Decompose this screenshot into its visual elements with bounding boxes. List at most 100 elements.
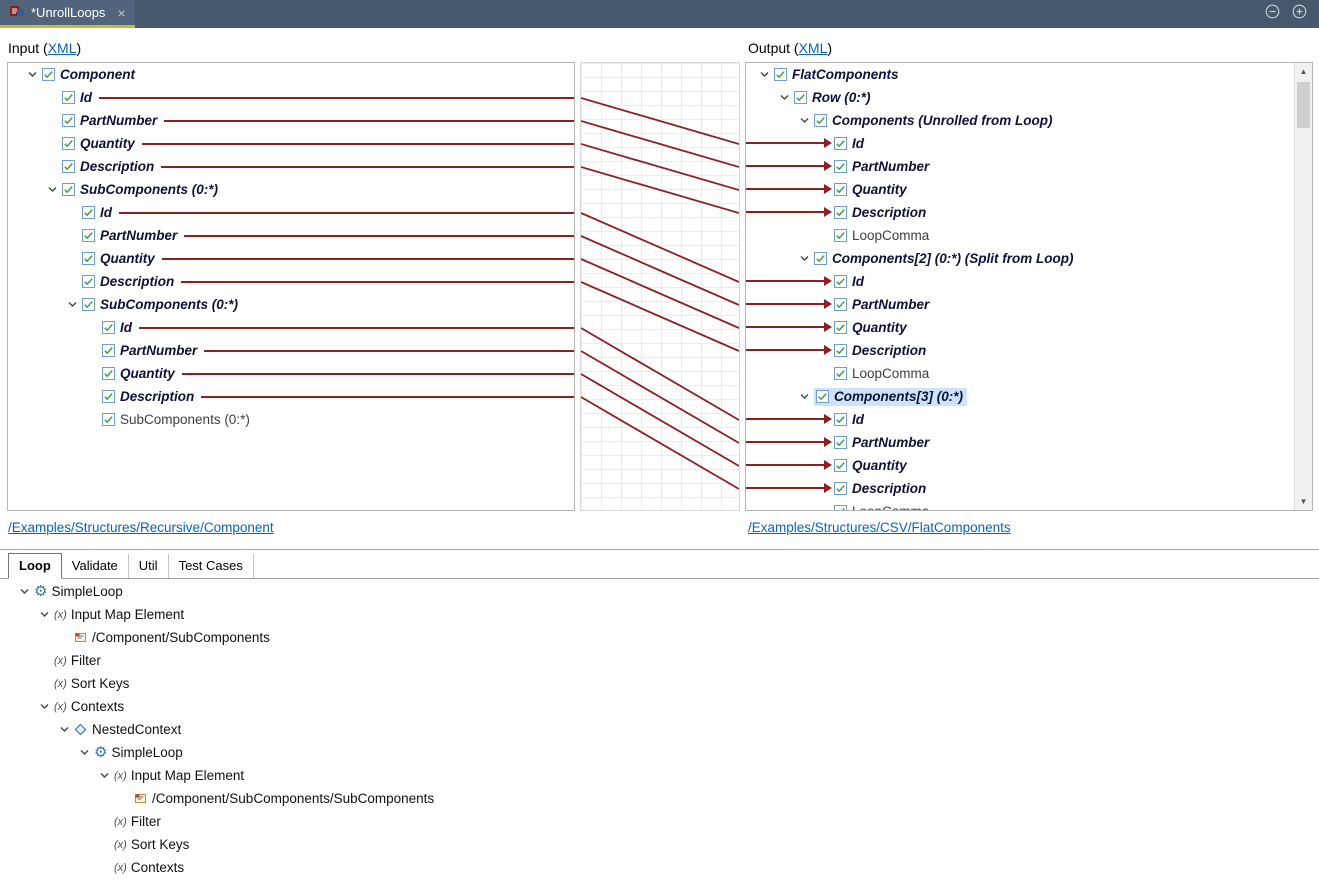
mapping-line[interactable] <box>581 281 739 352</box>
output-tree-row[interactable]: Components[2] (0:*) (Split from Loop) <box>746 247 1312 270</box>
output-tree-row[interactable]: LoopComma <box>746 500 1312 510</box>
output-tree-row[interactable]: Id <box>746 408 1312 431</box>
mapping-wire[interactable] <box>181 372 574 375</box>
output-tree-row[interactable]: Description <box>746 477 1312 500</box>
tab-test-cases[interactable]: Test Cases <box>169 554 254 578</box>
output-tree-row[interactable]: Row (0:*) <box>746 86 1312 109</box>
output-tree-row[interactable]: Description <box>746 339 1312 362</box>
mapping-line[interactable] <box>581 396 739 490</box>
mapping-wire[interactable] <box>746 487 824 489</box>
output-tree-row[interactable]: Components (Unrolled from Loop) <box>746 109 1312 132</box>
mapping-wire[interactable] <box>746 211 824 213</box>
loop-tree-row[interactable]: (x)Sort Keys <box>0 833 1319 856</box>
loop-tree-row[interactable]: /Component/SubComponents/SubComponents <box>0 787 1319 810</box>
input-tree-row[interactable]: Id <box>8 316 574 339</box>
mapping-wire[interactable] <box>139 326 574 329</box>
mapping-line[interactable] <box>581 97 739 145</box>
mapping-wire[interactable] <box>746 326 824 328</box>
chevron-down-icon[interactable] <box>794 253 814 264</box>
input-tree-row[interactable]: Component <box>8 63 574 86</box>
chevron-down-icon[interactable] <box>54 724 74 735</box>
loop-tree-row[interactable]: /Component/SubComponents <box>0 626 1319 649</box>
output-tree-row[interactable]: Quantity <box>746 178 1312 201</box>
mapping-wire[interactable] <box>201 395 574 398</box>
mapping-wire[interactable] <box>161 257 574 260</box>
input-structure-link[interactable]: /Examples/Structures/Recursive/Component <box>8 520 274 535</box>
mapping-line[interactable] <box>581 373 739 467</box>
selected-node[interactable]: Components[3] (0:*) <box>814 387 967 406</box>
loop-tree-row[interactable]: NestedContext <box>0 718 1319 741</box>
mapping-line[interactable] <box>581 143 739 191</box>
output-tree-row[interactable]: Quantity <box>746 316 1312 339</box>
mapping-wire[interactable] <box>746 303 824 305</box>
mapping-wire[interactable] <box>184 234 574 237</box>
mapping-wire[interactable] <box>746 280 824 282</box>
mapping-wire[interactable] <box>746 188 824 190</box>
expand-circle-icon[interactable] <box>1292 4 1307 24</box>
mapping-line[interactable] <box>581 166 739 214</box>
mapping-wire[interactable] <box>204 349 574 352</box>
loop-tree-row[interactable]: (x)Filter <box>0 649 1319 672</box>
output-tree-row[interactable]: LoopComma <box>746 362 1312 385</box>
mapping-line[interactable] <box>581 258 739 329</box>
tab-loop[interactable]: Loop <box>8 553 62 579</box>
loop-tree-row[interactable]: (x)Contexts <box>0 695 1319 718</box>
input-tree-row[interactable]: PartNumber <box>8 224 574 247</box>
scroll-down-icon[interactable]: ▼ <box>1299 497 1308 506</box>
output-tree-row[interactable]: PartNumber <box>746 293 1312 316</box>
output-tree-row[interactable]: Description <box>746 201 1312 224</box>
scroll-up-icon[interactable]: ▲ <box>1299 67 1308 76</box>
tab-util[interactable]: Util <box>129 554 169 578</box>
output-tree-row[interactable]: Components[3] (0:*) <box>746 385 1312 408</box>
collapse-circle-icon[interactable] <box>1265 4 1280 24</box>
chevron-down-icon[interactable] <box>42 184 62 195</box>
mapping-line[interactable] <box>581 212 739 283</box>
mapping-line[interactable] <box>581 327 739 421</box>
loop-tree-row[interactable]: (x)Filter <box>0 810 1319 833</box>
loop-tree-row[interactable]: ⚙SimpleLoop <box>0 580 1319 603</box>
tab-validate[interactable]: Validate <box>62 554 129 578</box>
input-xml-link[interactable]: XML <box>47 40 77 56</box>
output-tree-row[interactable]: FlatComponents <box>746 63 1312 86</box>
chevron-down-icon[interactable] <box>34 701 54 712</box>
loop-tree-row[interactable]: (x)Input Map Element <box>0 603 1319 626</box>
input-tree-row[interactable]: Quantity <box>8 132 574 155</box>
chevron-down-icon[interactable] <box>14 586 34 597</box>
document-tab[interactable]: *UnrollLoops × <box>0 0 135 28</box>
output-tree-row[interactable]: LoopComma <box>746 224 1312 247</box>
chevron-down-icon[interactable] <box>794 115 814 126</box>
output-structure-link[interactable]: /Examples/Structures/CSV/FlatComponents <box>748 520 1011 535</box>
mapping-wire[interactable] <box>746 142 824 144</box>
mapping-wire[interactable] <box>99 96 574 99</box>
input-tree-row[interactable]: PartNumber <box>8 109 574 132</box>
chevron-down-icon[interactable] <box>74 747 94 758</box>
output-xml-link[interactable]: XML <box>798 40 828 56</box>
input-tree-row[interactable]: Id <box>8 86 574 109</box>
loop-tree-row[interactable]: (x)Sort Keys <box>0 672 1319 695</box>
chevron-down-icon[interactable] <box>774 92 794 103</box>
mapping-line[interactable] <box>581 235 739 306</box>
chevron-down-icon[interactable] <box>94 770 114 781</box>
chevron-down-icon[interactable] <box>754 69 774 80</box>
mapping-wire[interactable] <box>141 142 574 145</box>
mapping-wire[interactable] <box>164 119 574 122</box>
input-tree-row[interactable]: SubComponents (0:*) <box>8 293 574 316</box>
output-tree-row[interactable]: Quantity <box>746 454 1312 477</box>
input-tree-row[interactable]: PartNumber <box>8 339 574 362</box>
vertical-scrollbar[interactable]: ▲ ▼ <box>1294 63 1312 510</box>
input-tree-row[interactable]: Description <box>8 155 574 178</box>
mapping-wire[interactable] <box>119 211 574 214</box>
mapping-line[interactable] <box>581 120 739 168</box>
input-tree-row[interactable]: Quantity <box>8 362 574 385</box>
input-tree-row[interactable]: Description <box>8 270 574 293</box>
mapping-wire[interactable] <box>746 464 824 466</box>
input-tree-row[interactable]: Quantity <box>8 247 574 270</box>
input-tree-row[interactable]: Id <box>8 201 574 224</box>
mapping-wire[interactable] <box>746 418 824 420</box>
output-tree-row[interactable]: Id <box>746 132 1312 155</box>
mapping-wire[interactable] <box>746 349 824 351</box>
tab-close-icon[interactable]: × <box>117 4 126 21</box>
chevron-down-icon[interactable] <box>794 391 814 402</box>
scroll-thumb[interactable] <box>1297 82 1310 128</box>
output-tree-row[interactable]: PartNumber <box>746 431 1312 454</box>
